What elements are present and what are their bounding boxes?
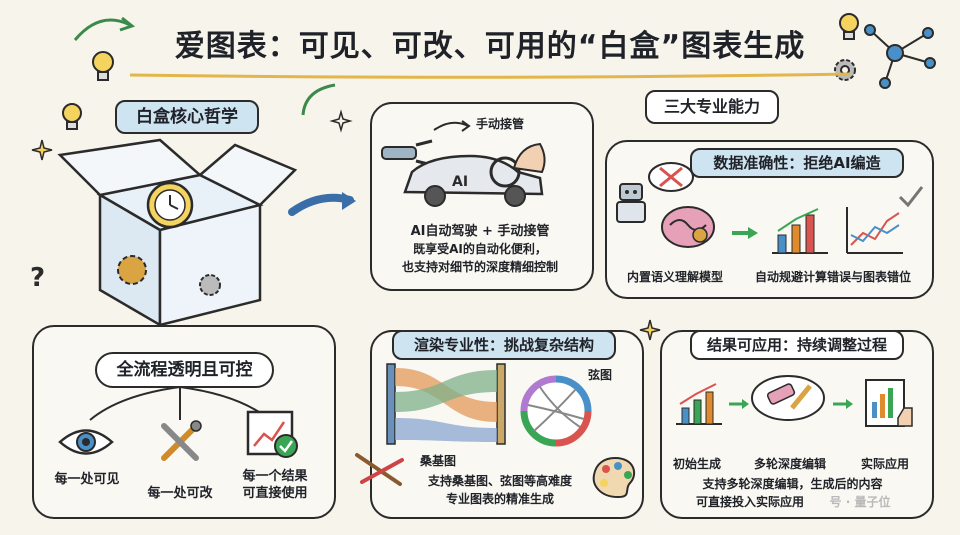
- star-icon: [329, 109, 353, 133]
- item-usable-label-1: 每一个结果: [242, 469, 308, 484]
- accuracy-caption-right: 自动规避计算错误与图表错位: [754, 270, 911, 284]
- eye-icon: [58, 429, 114, 455]
- autodrive-line2: 既享受AI的自动化便利，: [413, 242, 547, 256]
- chord-diagram-icon: [520, 375, 592, 447]
- sparkle-icon: [31, 139, 53, 161]
- tools-icon: [161, 420, 202, 461]
- takeover-label: 手动接管: [476, 117, 525, 131]
- title-underline: [129, 72, 851, 79]
- chord-label: 弦图: [588, 368, 613, 382]
- render-desc2: 专业图表的精准生成: [445, 492, 554, 506]
- apply-title: 结果可应用：持续调整过程: [690, 330, 904, 360]
- item-usable-label-2: 可直接使用: [242, 486, 308, 501]
- report-thumbsup-icon: [865, 379, 913, 427]
- sankey-diagram-icon: [386, 363, 506, 445]
- forward-arrow-icon: [833, 399, 853, 409]
- lightbulb-icon: [92, 51, 114, 81]
- palette-icon: [592, 456, 636, 499]
- philosophy-header: 白盒核心哲学: [115, 100, 259, 134]
- render-title: 渲染专业性：挑战复杂结构: [392, 330, 616, 360]
- growth-chart-icon: [676, 383, 722, 425]
- takeover-arrow-icon: [433, 120, 471, 132]
- autodrive-line3: 也支持对细节的深度精细控制: [401, 260, 558, 274]
- autodrive-line1: AI自动驾驶 + 手动接管: [410, 224, 550, 239]
- apply-desc1: 支持多轮深度编辑，生成后的内容: [702, 477, 883, 491]
- car-icon: AI: [403, 154, 544, 207]
- white-box-illustration: [57, 138, 298, 328]
- robot-icon: [616, 183, 646, 223]
- watermark: 号 · 量子位: [829, 495, 891, 509]
- item-editable-label: 每一处可改: [147, 486, 213, 501]
- apply-desc2: 可直接投入实际应用: [695, 495, 804, 509]
- decorative-arrow-icon: [73, 16, 136, 41]
- svg-text:?: ?: [30, 263, 45, 293]
- lightbulb-icon: [839, 13, 859, 40]
- car-ai-text: AI: [452, 174, 468, 190]
- autodrive-panel: [370, 102, 594, 291]
- lightbulb-icon: [62, 103, 82, 130]
- hand-icon: [512, 142, 546, 174]
- question-mark-icon: ?: [30, 263, 45, 293]
- sankey-label: 桑基图: [419, 454, 456, 468]
- curved-arrow-icon: [301, 83, 336, 116]
- sparkle-icon: [639, 319, 661, 341]
- chart-check-icon: [246, 410, 298, 458]
- network-icon: [864, 24, 936, 89]
- blue-arrow-icon: [288, 192, 356, 216]
- accuracy-caption-left: 内置语义理解模型: [626, 270, 723, 284]
- forward-arrow-icon: [729, 399, 749, 409]
- right-arrow-icon: [732, 227, 758, 239]
- apply-step-2: 多轮深度编辑: [753, 457, 826, 471]
- process-label: 全流程透明且可控: [95, 352, 274, 388]
- bar-chart-icon: [772, 208, 828, 254]
- paintbrush-icon: [355, 453, 404, 486]
- edit-cloud-icon: [751, 375, 825, 421]
- no-fabrication-cloud-icon: [648, 162, 694, 192]
- render-desc1: 支持桑基图、弦图等高难度: [427, 474, 572, 488]
- item-visible-label: 每一处可见: [54, 472, 120, 487]
- apply-step-1: 初始生成: [672, 457, 721, 471]
- accuracy-title: 数据准确性：拒绝AI编造: [690, 148, 904, 178]
- checkmark-icon: [898, 186, 924, 208]
- apply-step-3: 实际应用: [860, 457, 909, 471]
- abilities-header: 三大专业能力: [645, 90, 779, 124]
- line-chart-icon: [846, 207, 903, 254]
- brain-icon: [661, 206, 715, 248]
- page-title: 爱图表：可见、可改、可用的“白盒”图表生成: [174, 29, 806, 64]
